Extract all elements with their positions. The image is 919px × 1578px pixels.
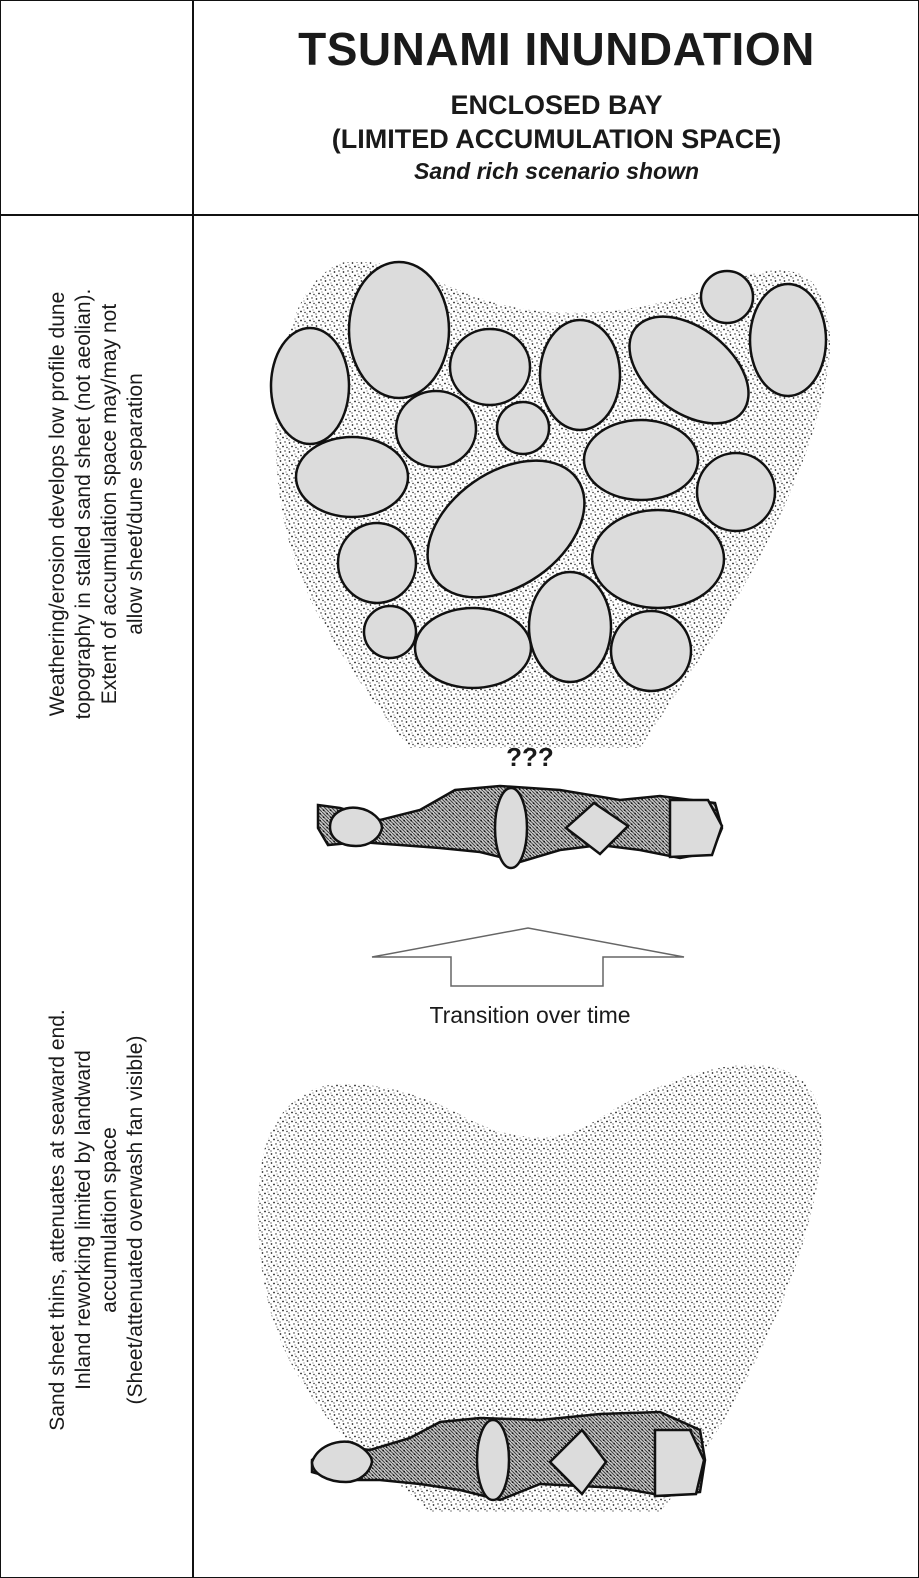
dune-patch [529,572,611,682]
dune-patch [396,391,476,467]
dune-patch [592,510,724,608]
dune-patch [415,608,531,688]
dune-patch [364,606,416,658]
dune-patch [271,328,349,444]
dune-patch [450,329,530,405]
dune-patch [338,523,416,603]
transition-label: Transition over time [370,1002,690,1029]
dune-patch [701,271,753,323]
dune-patch [540,320,620,430]
dune-patch [296,437,408,517]
dune-patch [611,611,691,691]
barrier-pebble [330,808,382,846]
uncertainty-label: ??? [470,742,590,773]
transition-arrow [372,928,684,986]
dune-patch [349,262,449,398]
upper-barrier-strip [318,786,722,868]
barrier-pebble [477,1420,509,1500]
dune-patch [497,402,549,454]
dune-patch [750,284,826,396]
barrier-pebble [495,788,527,868]
barrier-pebble [312,1442,372,1482]
dune-patch [697,453,775,531]
dune-patch [584,420,698,500]
